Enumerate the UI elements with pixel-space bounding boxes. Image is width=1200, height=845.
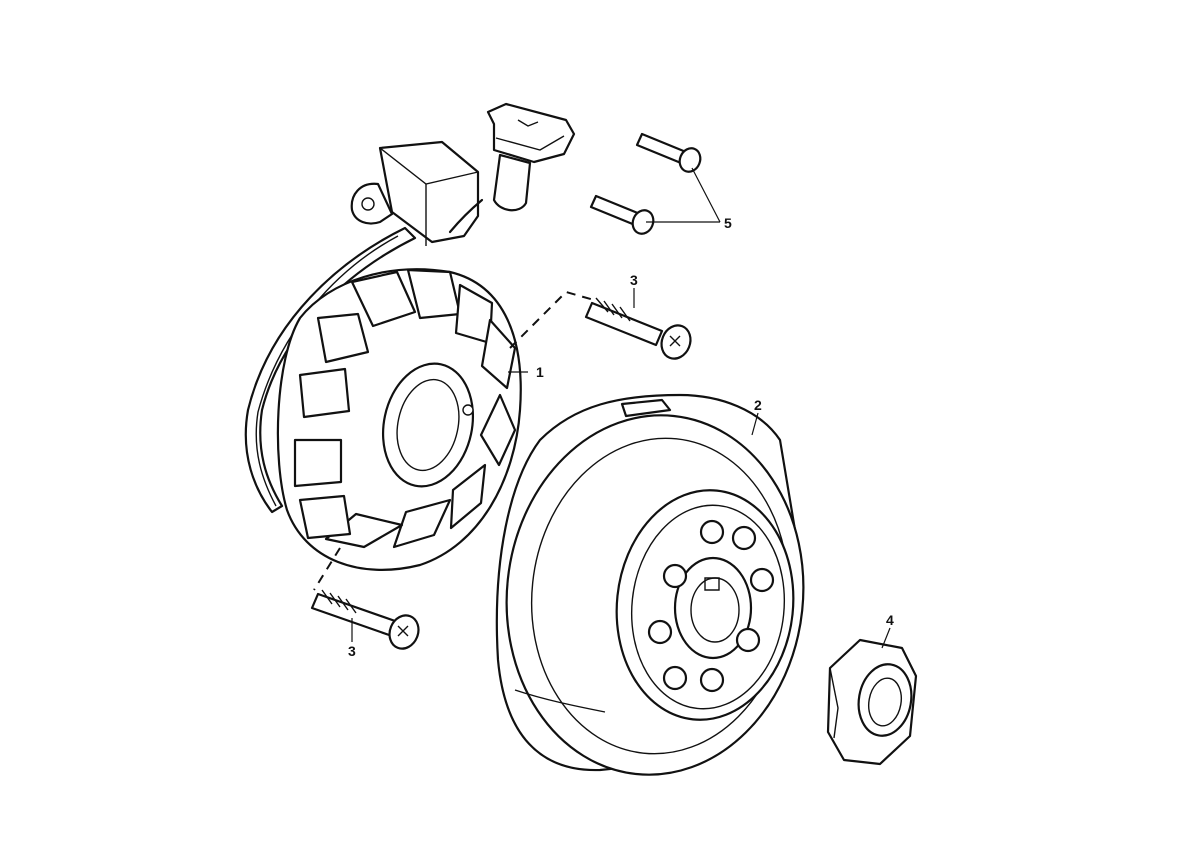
callout-1: 1 (536, 364, 544, 380)
flywheel-holes (647, 519, 775, 693)
callout-4: 4 (886, 612, 894, 628)
stator-bolt-upper (584, 297, 692, 360)
callout-3-upper: 3 (630, 272, 638, 288)
assembly-line-upper (509, 290, 595, 349)
callout-3-lower: 3 (348, 643, 356, 659)
stator-coils (293, 268, 517, 549)
stator-bolt-lower (310, 589, 420, 650)
flywheel-rotor (495, 393, 805, 776)
pickup-screw-upper (635, 132, 702, 173)
flywheel-nut (826, 638, 918, 766)
stator-assembly (244, 102, 576, 571)
callout-2: 2 (754, 397, 762, 413)
assembly-line-lower (313, 547, 341, 591)
pickup-screw-lower (589, 194, 655, 235)
callout-5: 5 (724, 215, 732, 231)
